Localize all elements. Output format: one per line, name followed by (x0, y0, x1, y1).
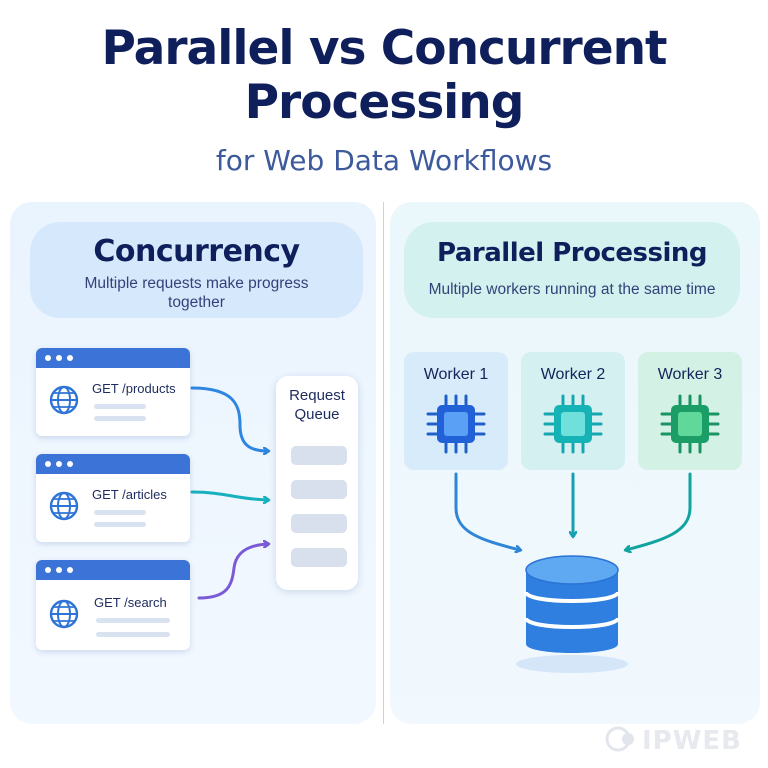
concurrency-title: Concurrency (93, 234, 300, 269)
page-title: Parallel vs Concurrent Processing (0, 22, 768, 130)
worker-label: Worker 1 (423, 366, 489, 383)
request-window-products: GET /products (36, 348, 190, 436)
globe-icon (49, 385, 79, 415)
cpu-chip-icon (426, 394, 486, 454)
arrow-worker3-to-db (626, 472, 692, 550)
queue-label: Request Queue (289, 387, 345, 423)
title-line-1: Parallel vs Concurrent (101, 21, 667, 76)
queue-slot (291, 514, 347, 533)
worker-2-card: Worker 2 (521, 352, 625, 470)
concurrency-description: Multiple requests make progress together (84, 275, 309, 311)
text-placeholder-bar (96, 618, 170, 623)
worker-label: Worker 3 (657, 366, 723, 383)
panel-divider (383, 202, 384, 724)
queue-slot (291, 548, 347, 567)
window-title-bar (36, 348, 190, 368)
queue-slot (291, 480, 347, 499)
worker-label: Worker 2 (540, 366, 606, 383)
arrow-search-to-queue (197, 544, 268, 600)
parallel-header: Parallel Processing Multiple workers run… (404, 222, 740, 318)
text-placeholder-bar (94, 404, 146, 409)
text-placeholder-bar (94, 416, 146, 421)
page-subtitle: for Web Data Workflows (215, 144, 553, 177)
cpu-chip-icon (660, 394, 720, 454)
cpu-chip-icon (543, 394, 603, 454)
parallel-title: Parallel Processing (437, 238, 707, 268)
window-title-bar (36, 454, 190, 474)
concurrency-header: Concurrency Multiple requests make progr… (30, 222, 363, 318)
request-label: GET /products (92, 381, 176, 396)
arrow-worker1-to-db (454, 472, 520, 550)
worker-3-card: Worker 3 (638, 352, 742, 470)
title-line-2: Processing (244, 75, 525, 130)
text-placeholder-bar (94, 522, 146, 527)
watermark-text: IPWEB (642, 726, 742, 756)
text-placeholder-bar (94, 510, 146, 515)
ipweb-logo-icon (605, 726, 634, 752)
database-icon (516, 555, 628, 673)
request-queue: Request Queue (276, 376, 358, 590)
arrow-articles-to-queue (190, 490, 268, 500)
globe-icon (49, 599, 79, 629)
parallel-description: Multiple workers running at the same tim… (428, 281, 716, 298)
text-placeholder-bar (96, 632, 170, 637)
arrow-products-to-queue (190, 386, 268, 451)
globe-icon (49, 491, 79, 521)
request-window-articles: GET /articles (36, 454, 190, 542)
request-window-search: GET /search (36, 560, 190, 650)
window-title-bar (36, 560, 190, 580)
request-label: GET /search (94, 595, 167, 610)
queue-slot (291, 446, 347, 465)
request-label: GET /articles (92, 487, 167, 502)
worker-1-card: Worker 1 (404, 352, 508, 470)
